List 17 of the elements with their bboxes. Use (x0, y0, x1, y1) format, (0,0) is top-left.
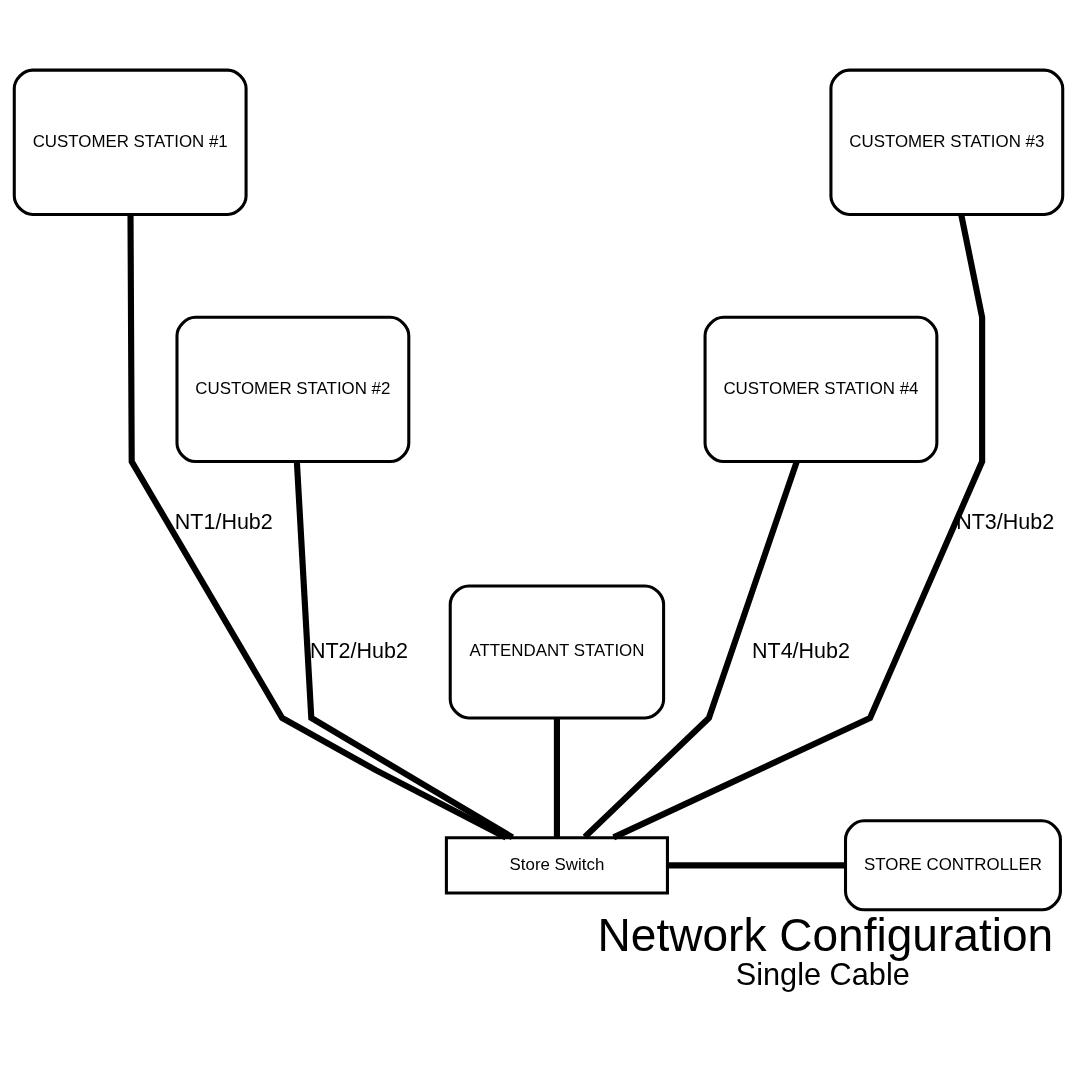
connector (553, 717, 560, 837)
connector (293, 461, 514, 840)
edge-label: NT3/Hub2 (956, 509, 1055, 534)
connector (582, 460, 800, 839)
connector (612, 213, 986, 840)
node-box: Store Switch (444, 835, 669, 894)
edge-label: NT2/Hub2 (309, 638, 408, 663)
node-box: ATTENDANT STATION (448, 583, 666, 719)
edge-label: NT1/Hub2 (174, 509, 273, 534)
connector (127, 214, 508, 840)
node-box: CUSTOMER STATION #4 (703, 315, 939, 463)
edge-label: NT4/Hub2 (752, 638, 850, 663)
node-box: CUSTOMER STATION #1 (12, 68, 248, 216)
node-box: CUSTOMER STATION #3 (829, 68, 1065, 216)
connector (667, 861, 846, 868)
node-box: CUSTOMER STATION #2 (175, 315, 411, 463)
node-box: STORE CONTROLLER (843, 818, 1062, 911)
